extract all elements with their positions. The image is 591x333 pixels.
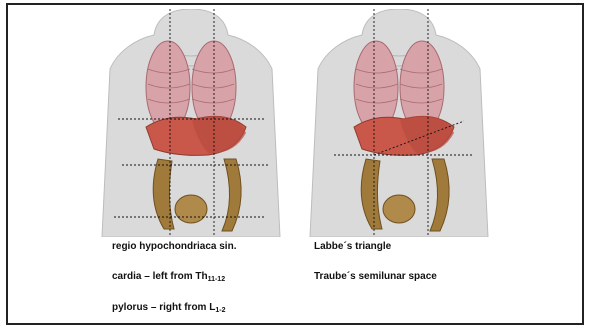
- slide-frame: regio hypochondriaca sin. cardia – left …: [6, 3, 584, 325]
- torso-illustration-right: [304, 9, 494, 237]
- caption-labbe-triangle: Labbe´s triangle: [314, 241, 391, 252]
- caption-hypochondriac-region: regio hypochondriaca sin.: [112, 241, 236, 252]
- caption-pylorus: pylorus – right from L1-2: [112, 302, 225, 314]
- caption-cardia: cardia – left from Th11-12: [112, 271, 225, 283]
- torso-illustration-left: [96, 9, 286, 237]
- caption-traube-space: Traube´s semilunar space: [314, 271, 437, 282]
